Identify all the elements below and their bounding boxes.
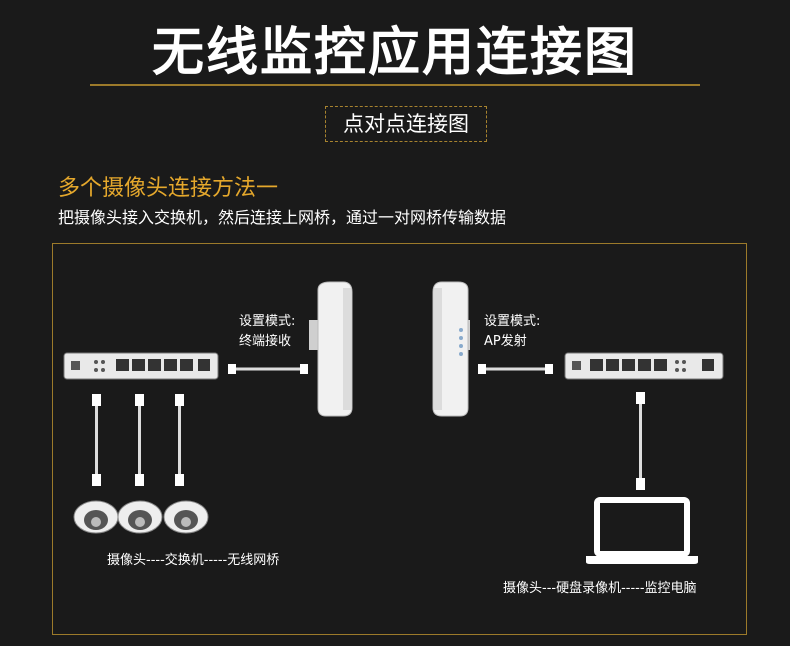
- left-switch-icon: [63, 352, 219, 380]
- right-topology-caption: 摄像头---硬盘录像机-----监控电脑: [503, 581, 697, 596]
- cable-camera-1: [92, 394, 101, 486]
- left-bridge-mode-label: 设置模式:: [239, 314, 296, 329]
- dome-camera-icon-3: [163, 500, 209, 534]
- left-bridge-mode-value: 终端接收: [239, 334, 292, 349]
- left-topology-caption: 摄像头----交换机-----无线网桥: [107, 553, 280, 568]
- laptop-icon: [586, 497, 698, 564]
- page-title: 无线监控应用连接图: [151, 23, 638, 83]
- cable-right-bridge-to-nvr: [478, 364, 553, 374]
- right-wireless-bridge-icon: [432, 281, 470, 417]
- method-title: 多个摄像头连接方法一: [58, 176, 279, 201]
- title-divider: [90, 84, 700, 86]
- right-switch-icon: [564, 352, 724, 380]
- right-bridge-mode-value: AP发射: [484, 334, 527, 349]
- right-bridge-mode-label: 设置模式:: [484, 314, 541, 329]
- diagram-frame: [52, 243, 747, 635]
- cable-nvr-to-computer: [636, 392, 645, 490]
- section-subtitle: 点对点连接图: [325, 106, 487, 142]
- dome-camera-icon-1: [73, 500, 119, 534]
- left-wireless-bridge-icon: [309, 281, 353, 417]
- cable-camera-3: [175, 394, 184, 486]
- cable-switch-to-left-bridge: [228, 364, 308, 374]
- cable-camera-2: [135, 394, 144, 486]
- dome-camera-icon-2: [117, 500, 163, 534]
- method-description: 把摄像头接入交换机，然后连接上网桥，通过一对网桥传输数据: [58, 208, 507, 227]
